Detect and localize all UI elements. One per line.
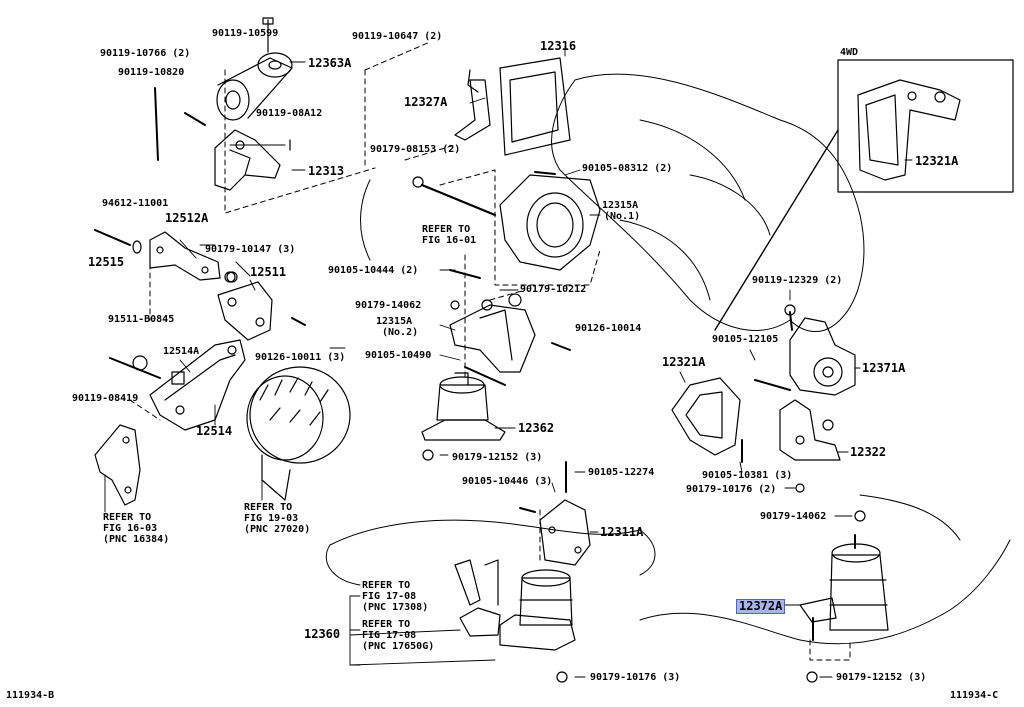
label-12360[interactable]: 12360 <box>304 627 341 641</box>
bracket-12313 <box>214 129 291 191</box>
bracket-12322 <box>741 399 841 463</box>
label-94612-11001[interactable]: 94612-11001 <box>102 198 169 209</box>
label-90179-14062-b[interactable]: 90179-14062 <box>760 511 827 522</box>
label-12363A[interactable]: 12363A <box>308 56 352 70</box>
label-12514[interactable]: 12514 <box>196 424 233 438</box>
label-12362[interactable]: 12362 <box>518 421 555 435</box>
mount-12363A <box>216 17 293 121</box>
bracket-12315A-no1 <box>412 171 601 271</box>
label-90105-12105[interactable]: 90105-12105 <box>712 334 779 345</box>
label-4wd: 4WD <box>840 47 859 58</box>
label-12315A-no1[interactable]: 12315A <box>602 200 639 211</box>
label-90105-10381[interactable]: 90105-10381 (3) <box>702 470 793 481</box>
refer-fig-19-03[interactable]: REFER TO FIG 19-03 (PNC 27020) <box>244 502 311 535</box>
label-90179-10176-a[interactable]: 90179-10176 (3) <box>590 672 681 683</box>
label-90179-10212[interactable]: 90179-10212 <box>520 284 587 295</box>
label-90119-12329[interactable]: 90119-12329 (2) <box>752 275 843 286</box>
bracket-12311A <box>519 461 591 566</box>
mount-12362 <box>421 372 506 441</box>
long-bolt <box>154 87 159 161</box>
bracket-12315A-no2 <box>449 269 571 386</box>
label-12514A[interactable]: 12514A <box>163 346 200 357</box>
mount-12360 <box>454 559 576 651</box>
label-12315A-no2[interactable]: 12315A <box>376 316 413 327</box>
label-12315A-no2-sub: (No.2) <box>382 327 419 338</box>
nuts <box>226 271 866 683</box>
mount-12371A <box>754 304 856 396</box>
label-90179-12152-b[interactable]: 90179-12152 (3) <box>836 672 927 683</box>
label-90179-10176-b[interactable]: 90179-10176 (2) <box>686 484 777 495</box>
label-12321A[interactable]: 12321A <box>662 355 706 369</box>
label-90119-08419[interactable]: 90119-08419 <box>72 393 139 404</box>
label-90126-10014[interactable]: 90126-10014 <box>575 323 642 334</box>
mount-12372A <box>799 534 889 641</box>
refer-fig-16-03[interactable]: REFER TO FIG 16-03 (PNC 16384) <box>103 512 170 545</box>
bracket-12316 <box>467 57 571 156</box>
label-90119-08A12[interactable]: 90119-08A12 <box>256 108 323 119</box>
label-12372A-highlighted[interactable]: 12372A <box>736 599 786 614</box>
label-12371A[interactable]: 12371A <box>862 361 906 375</box>
label-12511[interactable]: 12511 <box>250 265 287 279</box>
label-90179-10147[interactable]: 90179-10147 (3) <box>205 244 296 255</box>
refer-fig-16-01[interactable]: REFER TO FIG 16-01 <box>422 224 477 246</box>
label-12321A-4wd[interactable]: 12321A <box>915 154 959 168</box>
label-90119-10647[interactable]: 90119-10647 (2) <box>352 31 443 42</box>
engine-silhouette <box>325 73 1011 645</box>
label-12313[interactable]: 12313 <box>308 164 345 178</box>
bracket-12511 <box>217 281 306 341</box>
label-90119-10820[interactable]: 90119-10820 <box>118 67 185 78</box>
label-90119-10599[interactable]: 90119-10599 <box>212 28 279 39</box>
label-90126-10011[interactable]: 90126-10011 (3) <box>255 352 346 363</box>
bracket-12514 <box>109 339 246 431</box>
label-90105-10446[interactable]: 90105-10446 (3) <box>462 476 553 487</box>
label-91511-B0845[interactable]: 91511-B0845 <box>108 314 175 325</box>
leader-lines <box>104 45 913 678</box>
label-12515[interactable]: 12515 <box>88 255 125 269</box>
label-90105-10444[interactable]: 90105-10444 (2) <box>328 265 419 276</box>
label-90179-12152-a[interactable]: 90179-12152 (3) <box>452 452 543 463</box>
label-12322[interactable]: 12322 <box>850 445 887 459</box>
label-12311A[interactable]: 12311A <box>600 525 644 539</box>
diagram-code-right: 111934-C <box>950 690 999 701</box>
label-12316[interactable]: 12316 <box>540 39 577 53</box>
bracket-12321A-4wd <box>857 79 961 181</box>
label-12327A[interactable]: 12327A <box>404 95 448 109</box>
alternator <box>246 366 351 501</box>
label-90119-10766[interactable]: 90119-10766 (2) <box>100 48 191 59</box>
label-90105-12274[interactable]: 90105-12274 <box>588 467 655 478</box>
refer-fig-17-08-a[interactable]: REFER TO FIG 17-08 (PNC 17308) <box>362 580 429 613</box>
label-12315A-no1-sub: (No.1) <box>604 211 641 222</box>
label-90179-08153[interactable]: 90179-08153 (2) <box>370 144 461 155</box>
bracket-12321A <box>671 377 741 456</box>
label-90105-08312[interactable]: 90105-08312 (2) <box>582 163 673 174</box>
label-12512A[interactable]: 12512A <box>165 211 209 225</box>
diagram-code-left: 111934-B <box>6 690 55 701</box>
bracket-refer-16-03 <box>94 424 141 506</box>
label-90105-10490[interactable]: 90105-10490 <box>365 350 432 361</box>
4wd-inset-box <box>837 59 1014 193</box>
refer-fig-17-08-b[interactable]: REFER TO FIG 17-08 (PNC 17650G) <box>362 619 435 652</box>
label-90179-14062-a[interactable]: 90179-14062 <box>355 300 422 311</box>
bracket-12327A <box>454 79 491 141</box>
inset-leader <box>714 129 839 331</box>
dashed-leaders <box>129 41 851 661</box>
